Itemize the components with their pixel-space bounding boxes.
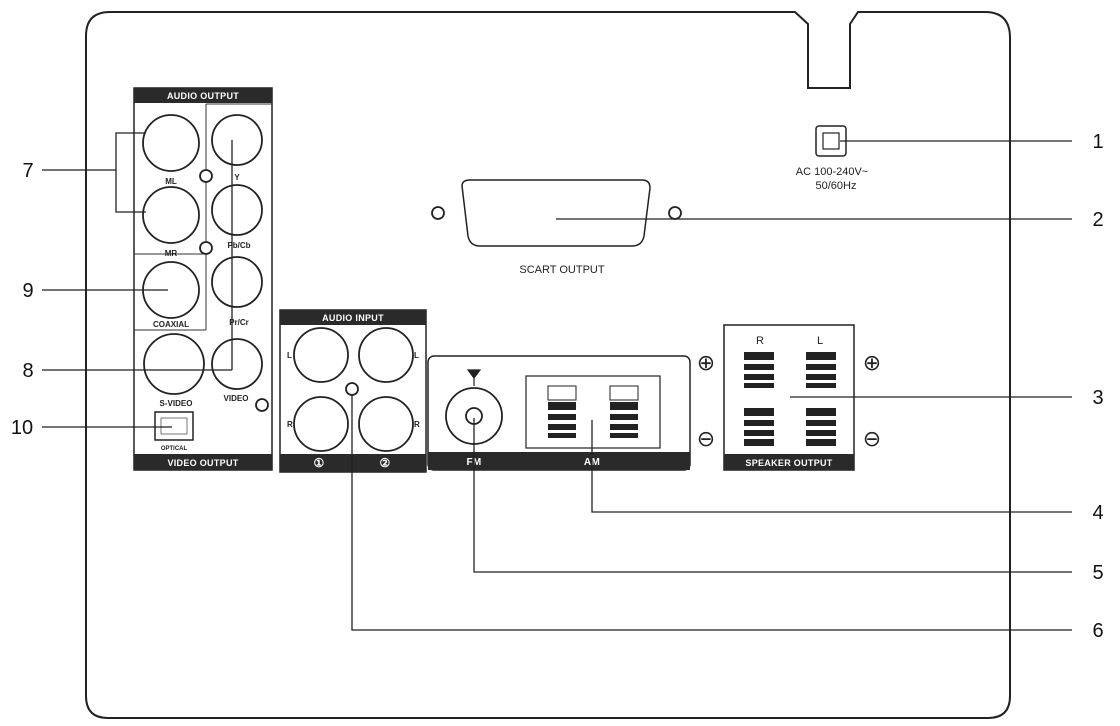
input2-l-label: L xyxy=(414,351,419,360)
callout-3: 3 xyxy=(1092,387,1103,409)
antenna-icon xyxy=(466,369,482,386)
input2-r-jack[interactable] xyxy=(358,396,414,452)
av-output-module: AUDIO OUTPUT VIDEO OUTPUT ML MR COAXIAL … xyxy=(133,87,273,471)
plus-icon: ⊕ xyxy=(697,351,715,376)
callout-lines xyxy=(42,132,1072,631)
audio-output-title: AUDIO OUTPUT xyxy=(167,91,239,101)
scart-port[interactable] xyxy=(461,179,651,247)
power-label-voltage: AC 100-240V~ xyxy=(796,166,868,178)
y-jack[interactable] xyxy=(211,114,263,166)
callout-8: 8 xyxy=(22,360,33,382)
callout-4: 4 xyxy=(1092,502,1103,524)
speaker-r-minus-terminal[interactable] xyxy=(744,408,774,446)
speaker-r-label: R xyxy=(756,335,764,347)
callout-7: 7 xyxy=(22,160,33,182)
optical-label: OPTICAL xyxy=(161,446,188,452)
speaker-r-plus-terminal[interactable] xyxy=(744,352,774,388)
input2-l-jack[interactable] xyxy=(358,327,414,383)
s-video-jack[interactable] xyxy=(143,333,205,395)
pr-cr-jack[interactable] xyxy=(211,256,263,308)
screw-icon xyxy=(345,382,359,396)
coaxial-label: COAXIAL xyxy=(153,320,189,329)
audio-input-title: AUDIO INPUT xyxy=(322,313,384,323)
y-label: Y xyxy=(234,173,240,182)
ml-jack[interactable] xyxy=(142,114,200,172)
callout-9: 9 xyxy=(22,280,33,302)
video-jack[interactable] xyxy=(211,338,263,390)
input2-r-label: R xyxy=(414,420,420,429)
speaker-l-plus-terminal[interactable] xyxy=(806,352,836,388)
s-video-label: S-VIDEO xyxy=(160,399,193,408)
pb-cb-jack[interactable] xyxy=(211,184,263,236)
ml-label: ML xyxy=(165,177,177,186)
mr-jack[interactable] xyxy=(142,186,200,244)
input1-r-label: R xyxy=(287,420,293,429)
antenna-module: FM AM xyxy=(427,355,691,471)
video-output-title: VIDEO OUTPUT xyxy=(167,458,238,468)
plus-icon: ⊕ xyxy=(863,351,881,376)
am-terminal-left[interactable] xyxy=(548,402,576,438)
callout-6: 6 xyxy=(1092,620,1103,642)
screw-icon xyxy=(199,169,213,183)
am-terminal-right[interactable] xyxy=(610,402,638,438)
input-2-label: ② xyxy=(379,456,390,470)
input1-r-jack[interactable] xyxy=(293,396,349,452)
callout-1: 1 xyxy=(1092,131,1103,153)
input1-l-jack[interactable] xyxy=(293,327,349,383)
audio-input-module: AUDIO INPUT ① ② L L R R xyxy=(279,309,427,473)
speaker-l-label: L xyxy=(817,335,823,347)
pr-cr-label: Pr/Cr xyxy=(229,318,249,327)
speaker-output-title: SPEAKER OUTPUT xyxy=(745,458,832,468)
screw-icon xyxy=(255,398,269,412)
power-inlet: AC 100-240V~ 50/60Hz xyxy=(796,125,868,192)
power-label-frequency: 50/60Hz xyxy=(816,180,857,192)
input1-l-label: L xyxy=(287,351,292,360)
minus-icon: ⊖ xyxy=(863,427,881,452)
screw-icon xyxy=(199,241,213,255)
pb-cb-label: Pb/Cb xyxy=(227,241,250,250)
callout-2: 2 xyxy=(1092,209,1103,231)
video-label: VIDEO xyxy=(224,394,249,403)
minus-icon: ⊖ xyxy=(697,427,715,452)
mr-label: MR xyxy=(165,249,178,258)
scart-connector: SCART OUTPUT xyxy=(431,179,682,276)
callout-5: 5 xyxy=(1092,562,1103,584)
input-1-label: ① xyxy=(313,456,324,470)
speaker-l-minus-terminal[interactable] xyxy=(806,408,836,446)
scart-label: SCART OUTPUT xyxy=(519,264,604,276)
callout-10: 10 xyxy=(11,417,33,439)
